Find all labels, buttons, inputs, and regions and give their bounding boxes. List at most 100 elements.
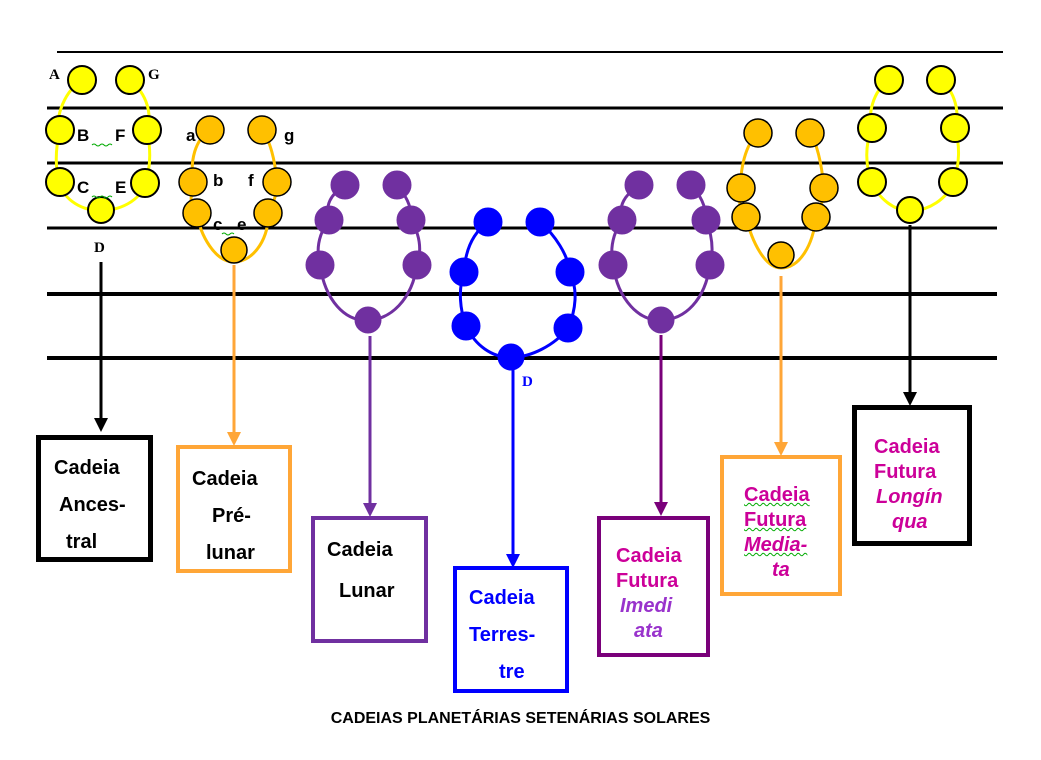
chain-future-mediate — [726, 118, 839, 270]
label-b: b — [213, 171, 223, 190]
chain-prelunar — [178, 115, 292, 264]
globe-a-orange-2 — [743, 118, 773, 148]
globe-g-purple — [382, 170, 412, 200]
box-ancestral-line-3: tral — [66, 531, 98, 553]
box-chain-prelunar: Cadeia Pré- lunar — [176, 445, 292, 573]
globe-d-yellow-2 — [896, 196, 924, 224]
arrowhead-lunar — [363, 503, 377, 517]
box-distant-line-3: Longín — [876, 486, 943, 508]
box-prelunar-line-2: Pré- — [212, 505, 251, 527]
arrowhead-future-immediate — [654, 502, 668, 516]
globe-f-blue — [555, 257, 585, 287]
globe-d-purple — [354, 306, 382, 334]
box-lunar-line-1: Cadeia — [327, 539, 393, 561]
globe-d-purple-2 — [647, 306, 675, 334]
arrowhead-prelunar — [227, 432, 241, 446]
arrowhead-ancestral — [94, 418, 108, 432]
box-immediate-line-2: Futura — [616, 570, 679, 592]
box-immediate-line-4: ata — [634, 620, 663, 642]
globe-b-yellow — [45, 115, 75, 145]
box-ancestral-line-2: Ances- — [59, 494, 126, 516]
box-chain-lunar: Cadeia Lunar — [311, 516, 428, 643]
chain-ancestral — [45, 65, 162, 224]
globe-g-yellow — [115, 65, 145, 95]
spellcheck-squiggles — [91, 143, 235, 236]
globe-f-orange — [262, 167, 292, 197]
box-prelunar-line-3: lunar — [206, 542, 255, 564]
globe-a-blue — [473, 207, 503, 237]
globe-a-purple — [330, 170, 360, 200]
chain-future-immediate-loop — [610, 183, 714, 322]
globe-g-blue — [525, 207, 555, 237]
box-mediate-line-4: ta — [772, 559, 790, 581]
box-mediate-line-2: Futura — [744, 509, 807, 531]
globe-b-purple-2 — [607, 205, 637, 235]
globe-c-orange-2 — [731, 202, 761, 232]
globe-labels-sans: B F C E a g b f c e — [77, 126, 294, 234]
label-g: g — [284, 126, 294, 145]
chain-lunar-loop — [316, 183, 422, 322]
box-chain-future-mediate: Cadeia Futura Media- ta — [720, 455, 842, 596]
chain-terrestrial — [449, 207, 585, 371]
globe-b-yellow-2 — [857, 113, 887, 143]
arrows — [94, 225, 917, 568]
box-chain-ancestral: Cadeia Ances- tral — [36, 435, 153, 562]
globe-b-blue — [449, 257, 479, 287]
globe-g-purple-2 — [676, 170, 706, 200]
box-terrestrial-line-2: Terres- — [469, 624, 536, 646]
box-immediate-line-3: Imedi — [620, 595, 673, 617]
globe-labels: A G D D — [49, 67, 533, 390]
box-distant-line-1: Cadeia — [874, 436, 940, 458]
box-prelunar-line-1: Cadeia — [192, 468, 258, 490]
chain-lunar — [305, 170, 432, 334]
globe-e-yellow — [130, 168, 160, 198]
globe-g-orange — [247, 115, 277, 145]
label-f: f — [248, 171, 254, 190]
globe-b-orange — [178, 167, 208, 197]
box-lunar-line-2: Lunar — [339, 580, 395, 602]
box-chain-terrestrial: Cadeia Terres- tre — [453, 566, 569, 693]
globe-e-orange-2 — [801, 202, 831, 232]
globe-f-purple-2 — [691, 205, 721, 235]
globe-d-orange-2 — [767, 241, 795, 269]
box-distant-line-4: qua — [892, 511, 928, 533]
globe-a-orange — [195, 115, 225, 145]
squiggle-bf — [91, 143, 113, 147]
label-a: a — [186, 126, 196, 145]
box-terrestrial-line-3: tre — [499, 661, 525, 683]
globe-f-yellow — [132, 115, 162, 145]
box-chain-future-distant: Cadeia Futura Longín qua — [852, 405, 972, 546]
label-F: F — [115, 126, 125, 145]
label-B: B — [77, 126, 89, 145]
box-terrestrial-line-1: Cadeia — [469, 587, 535, 609]
globe-c-blue — [451, 311, 481, 341]
globe-d-orange — [220, 236, 248, 264]
globe-g-orange-2 — [795, 118, 825, 148]
label-c: c — [213, 215, 222, 234]
globe-e-yellow-2 — [938, 167, 968, 197]
globe-e-blue — [553, 313, 583, 343]
globe-e-purple-2 — [695, 250, 725, 280]
globe-c-yellow — [45, 167, 75, 197]
label-E: E — [115, 178, 126, 197]
label-D-ancestral: D — [94, 240, 105, 256]
label-D-terrestrial: D — [522, 374, 533, 390]
globe-g-yellow-2 — [926, 65, 956, 95]
label-C: C — [77, 178, 89, 197]
globe-d-blue — [497, 343, 525, 371]
globe-c-yellow-2 — [857, 167, 887, 197]
box-mediate-line-1: Cadeia — [744, 484, 810, 506]
diagram-title: CADEIAS PLANETÁRIAS SETENÁRIAS SOLARES — [330, 710, 711, 727]
globe-f-yellow-2 — [940, 113, 970, 143]
arrowhead-future-distant — [903, 392, 917, 406]
globe-a-yellow-2 — [874, 65, 904, 95]
box-chain-future-immediate: Cadeia Futura Imedi ata — [597, 516, 710, 657]
globe-b-orange-2 — [726, 173, 756, 203]
globe-c-purple-2 — [598, 250, 628, 280]
globe-e-purple — [402, 250, 432, 280]
globe-a-purple-2 — [624, 170, 654, 200]
label-A: A — [49, 67, 60, 83]
globe-c-orange — [182, 198, 212, 228]
globe-f-purple — [396, 205, 426, 235]
